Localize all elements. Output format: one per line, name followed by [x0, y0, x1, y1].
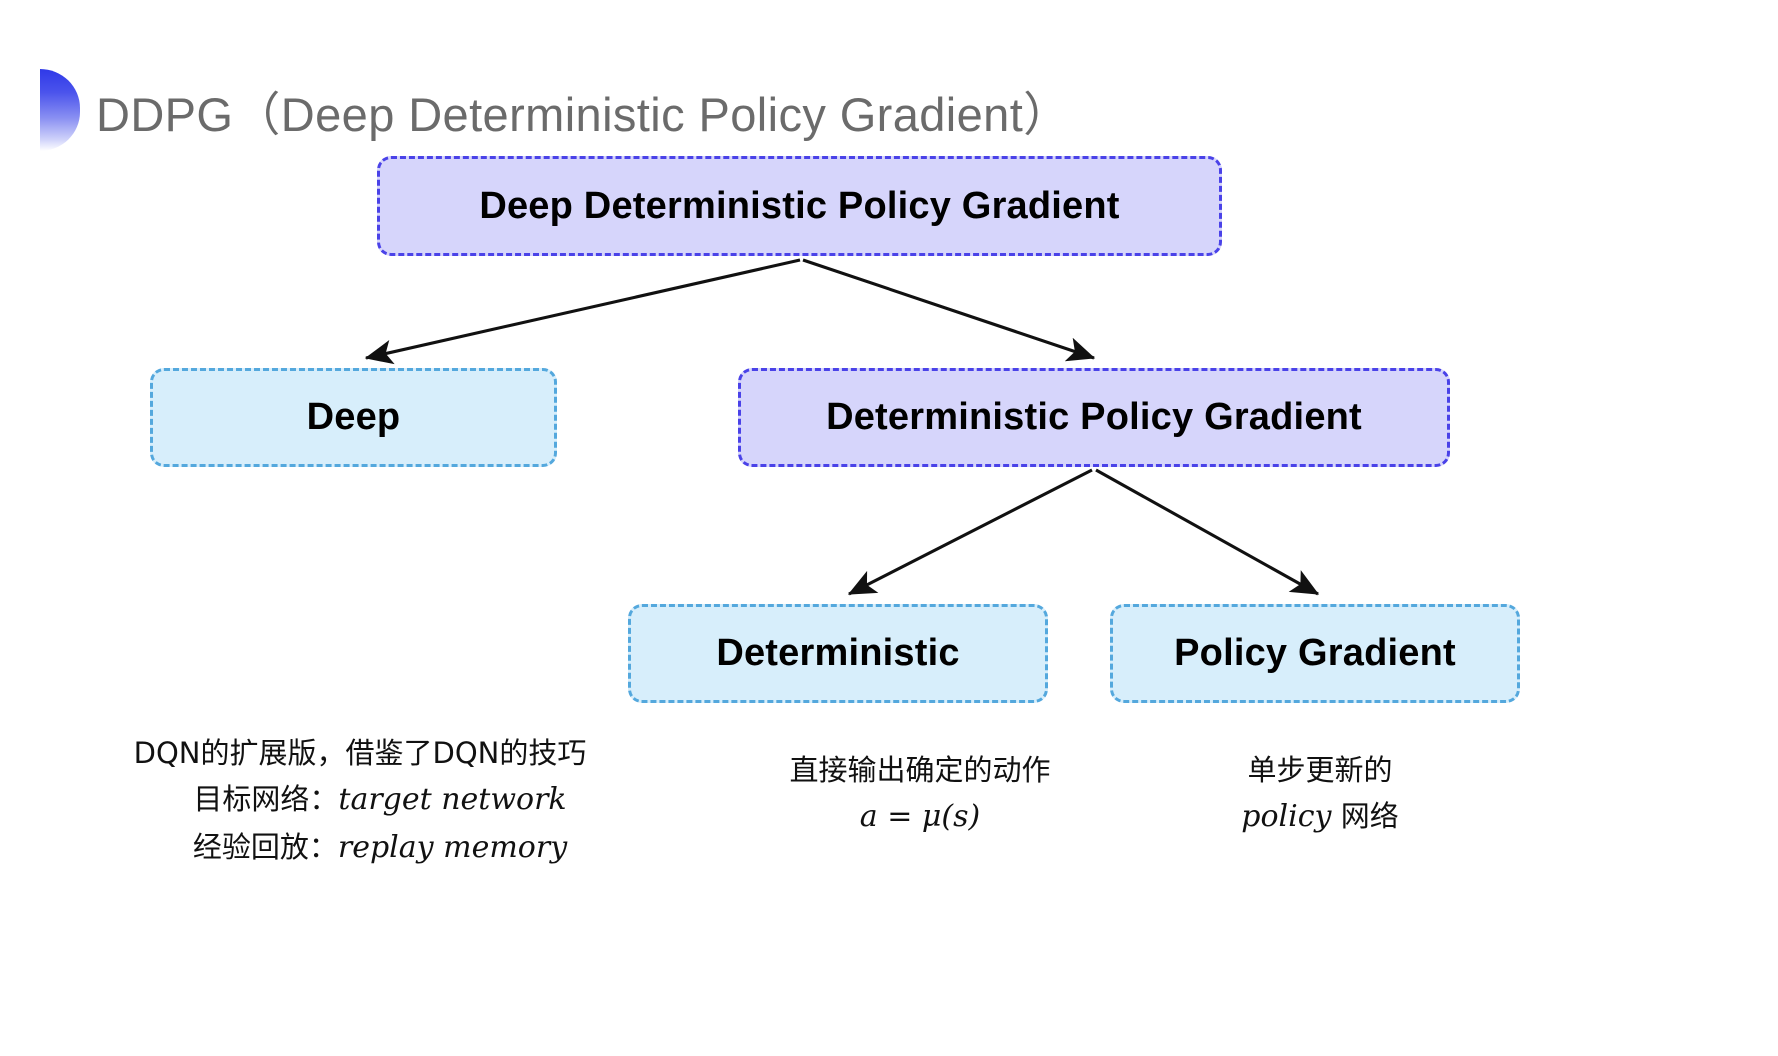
page-margin-top	[0, 0, 1778, 26]
caption-deterministic: 直接输出确定的动作 a = μ(s)	[700, 745, 1140, 843]
caption-deep-line2: 目标网络：target network	[193, 782, 567, 818]
edge-dpg-to-deterministic	[847, 468, 1093, 596]
edge-dpg-to-policy-gradient	[1095, 468, 1320, 596]
page-margin-bottom	[0, 1034, 1778, 1056]
page-title: DDPG（Deep Deterministic Policy Gradient）	[40, 62, 1071, 158]
caption-policy-gradient-line1: 单步更新的	[1247, 753, 1393, 787]
node-deterministic-policy-gradient[interactable]: Deterministic Policy Gradient	[738, 368, 1450, 467]
page-title-text: DDPG（Deep Deterministic Policy Gradient）	[96, 87, 1071, 141]
caption-policy-gradient: 单步更新的 policy 网络	[1120, 745, 1520, 843]
page-margin-right	[1752, 0, 1778, 1056]
node-policy-gradient[interactable]: Policy Gradient	[1110, 604, 1520, 703]
caption-deterministic-line1: 直接输出确定的动作	[789, 753, 1051, 787]
caption-deep-line1: DQN的扩展版，借鉴了DQN的技巧	[133, 736, 587, 770]
node-deterministic[interactable]: Deterministic	[628, 604, 1048, 703]
caption-deep-line3: 经验回放：replay memory	[192, 829, 568, 865]
page-margin-left	[0, 0, 30, 1056]
edge-root-to-dpg	[802, 258, 1096, 362]
caption-policy-gradient-line2: policy 网络	[1241, 799, 1399, 835]
edge-root-to-deep	[364, 258, 801, 365]
node-deep-deterministic-policy-gradient[interactable]: Deep Deterministic Policy Gradient	[377, 156, 1222, 256]
caption-deep: DQN的扩展版，借鉴了DQN的技巧 目标网络：target network 经验…	[90, 728, 630, 873]
node-deep[interactable]: Deep	[150, 368, 557, 467]
caption-deterministic-formula: a = μ(s)	[859, 799, 981, 835]
